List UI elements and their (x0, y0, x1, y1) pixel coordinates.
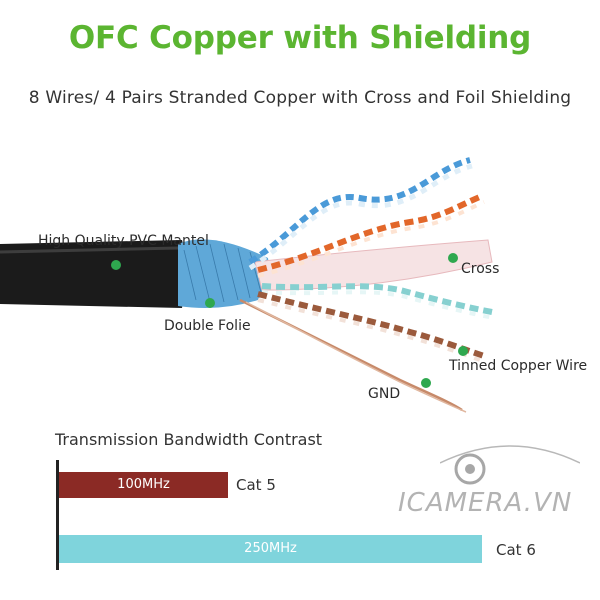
bandwidth-title: Transmission Bandwidth Contrast (55, 430, 323, 449)
page-subtitle: 8 Wires/ 4 Pairs Stranded Copper with Cr… (28, 88, 572, 108)
foil-texture (183, 243, 263, 303)
category-cat6: Cat 6 (496, 541, 536, 559)
bar-cat6: 250MHz (59, 535, 482, 563)
marker-mantel (111, 260, 121, 270)
cable-illustration (0, 157, 495, 413)
marker-tinned (458, 346, 468, 356)
blue-pair (248, 157, 471, 265)
orange-pair (257, 193, 484, 273)
brown-pair (257, 291, 485, 359)
foil-shield (178, 239, 269, 308)
marker-gnd (421, 378, 431, 388)
marker-cross (448, 253, 458, 263)
watermark-logo-icon (440, 445, 580, 485)
bar-cat5: 100MHz (59, 472, 228, 498)
label-double-folie: Double Folie (164, 318, 251, 334)
watermark-text: ICAMERA.VN (398, 488, 573, 518)
pvc-jacket-highlight (0, 246, 179, 254)
bandwidth-axis (56, 460, 59, 570)
label-cross: Cross (461, 261, 500, 277)
page-title: OFC Copper with Shielding (68, 20, 532, 56)
label-gnd: GND (368, 386, 401, 402)
label-tinned-copper-wire: Tinned Copper Wire (449, 358, 588, 374)
pvc-jacket (0, 240, 186, 308)
cross-separator (254, 239, 493, 291)
label-pvc-mantel: High Quality PVC Mantel (38, 233, 209, 249)
teal-pair (261, 283, 493, 315)
marker-folie (205, 298, 215, 308)
category-cat5: Cat 5 (236, 476, 276, 494)
